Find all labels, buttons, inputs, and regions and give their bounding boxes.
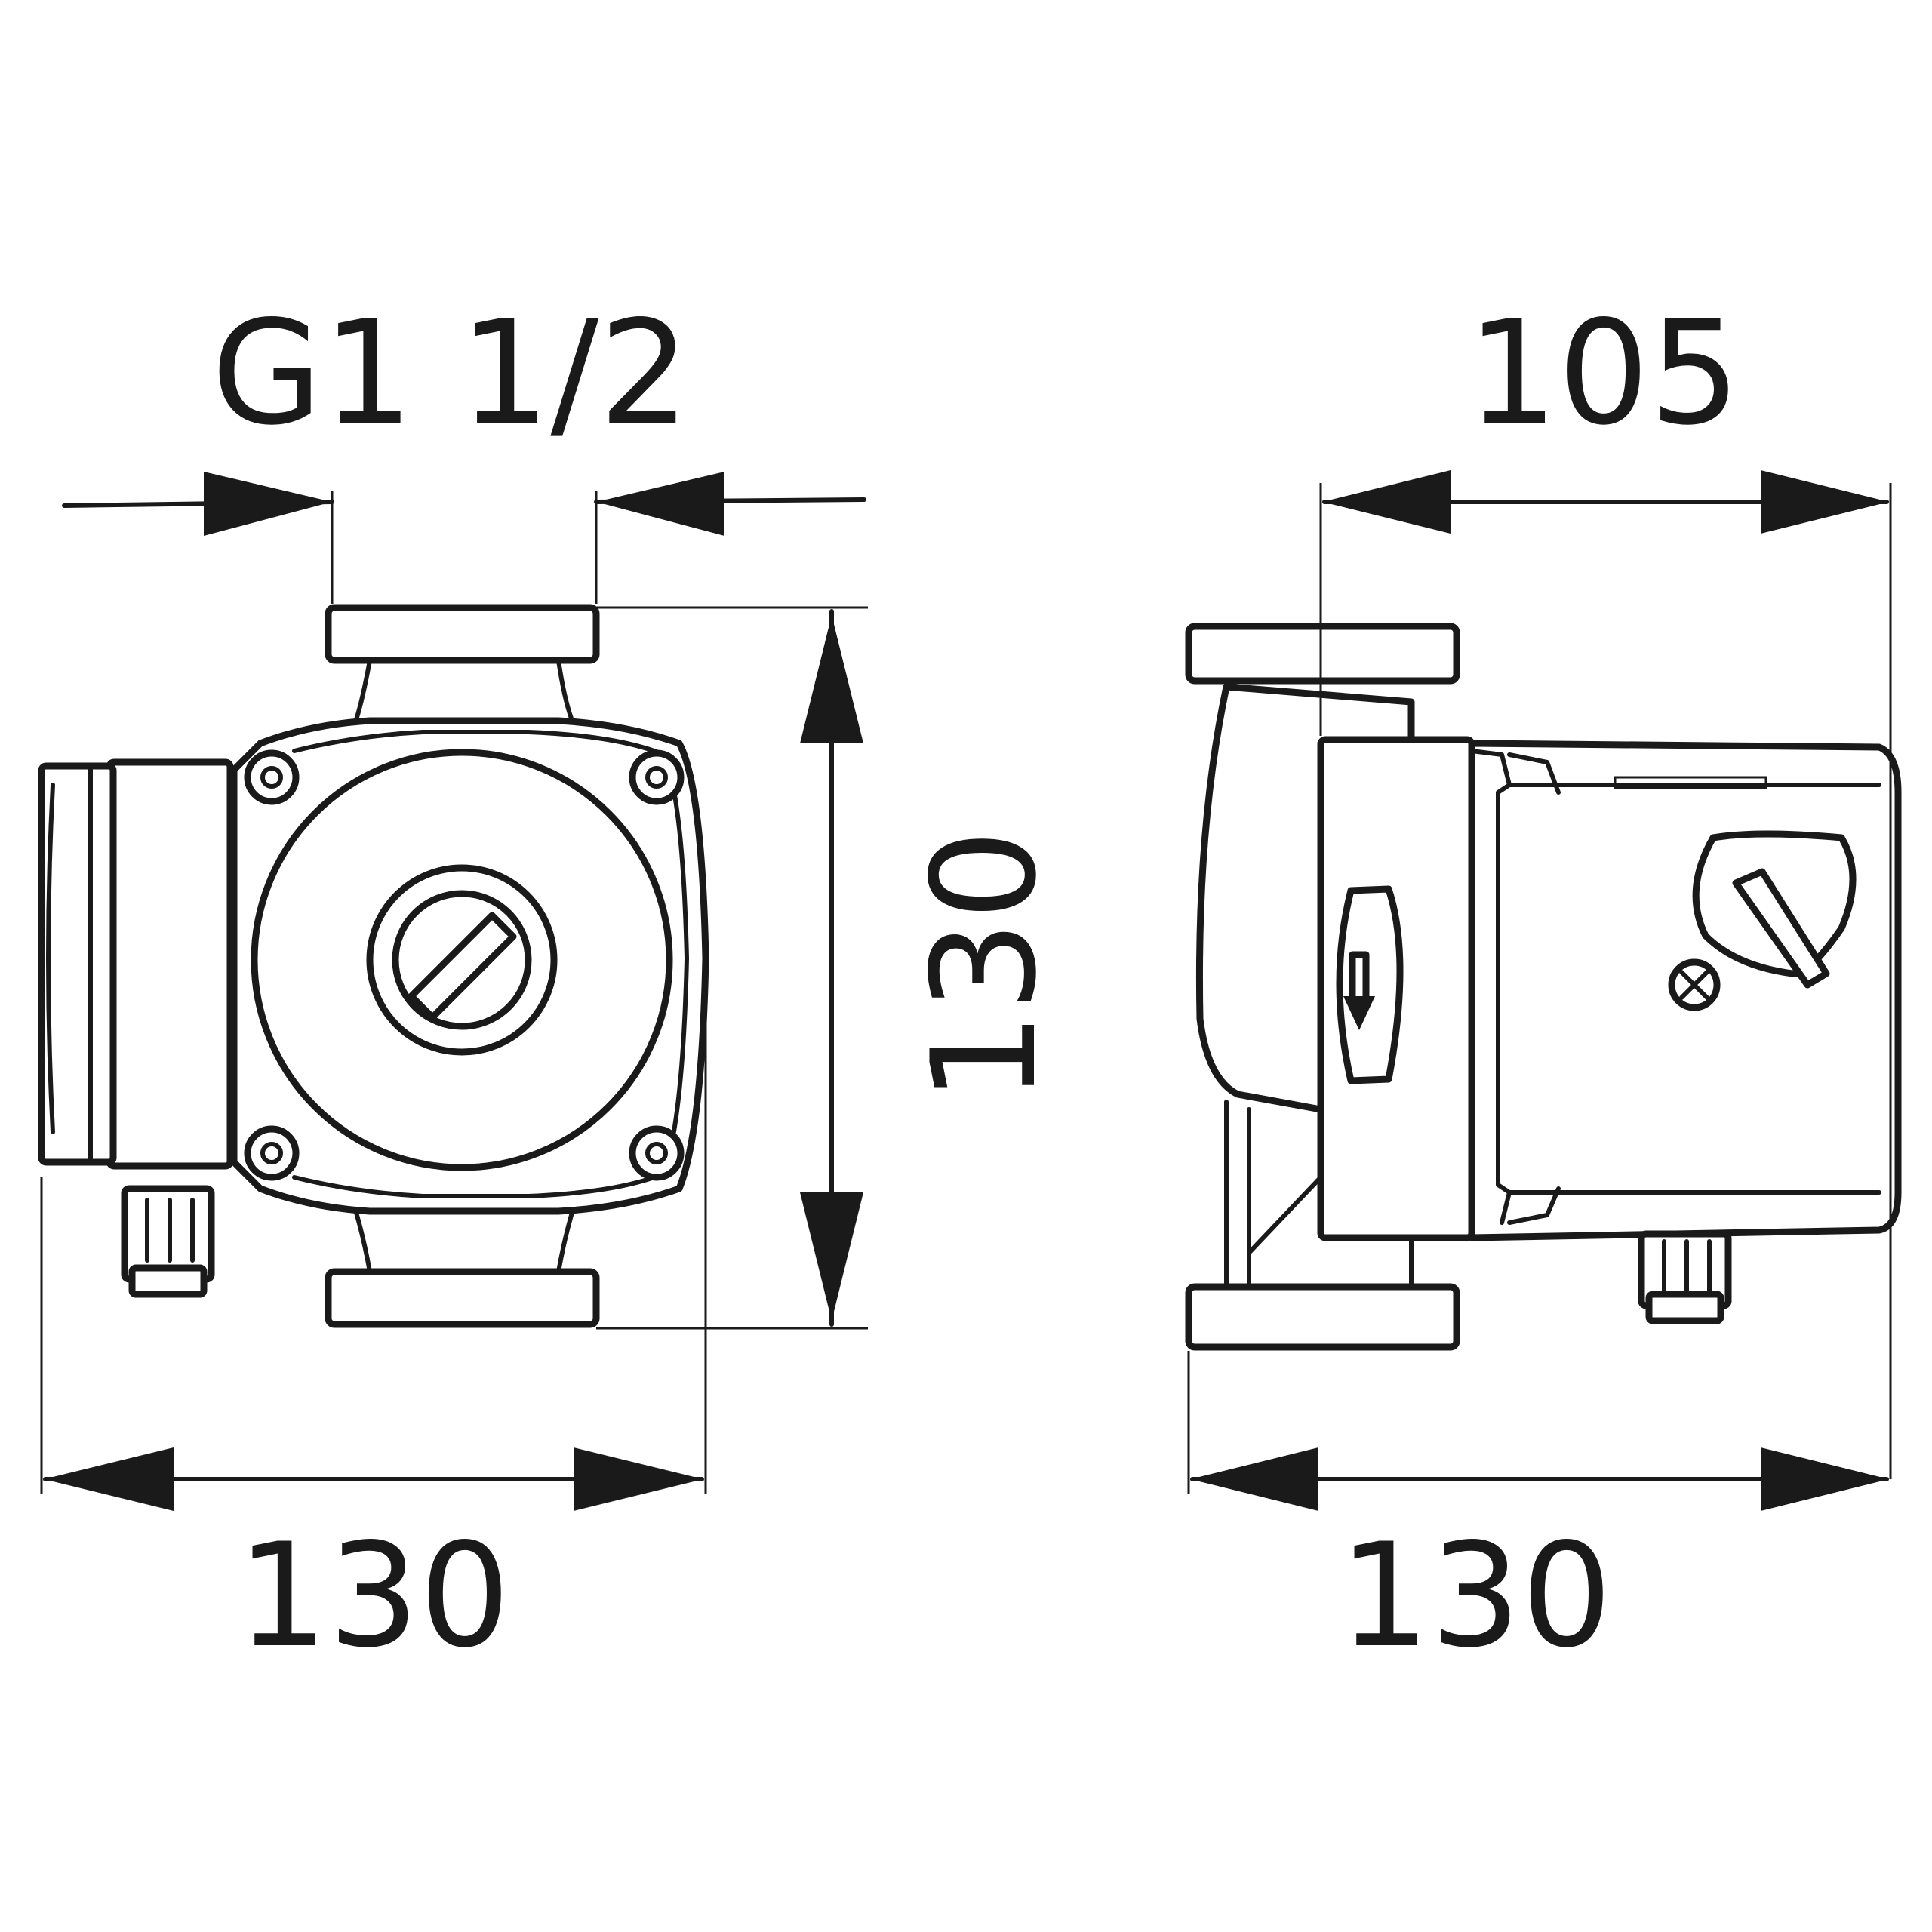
front-terminal-box bbox=[106, 758, 234, 1170]
front-bottom-flange bbox=[325, 1268, 600, 1328]
front-top-flange bbox=[325, 604, 600, 664]
side-flow-badge bbox=[1336, 885, 1404, 1084]
side-knob-pointer bbox=[1732, 868, 1830, 989]
front-terminal-detail bbox=[46, 768, 93, 1161]
dim-front-height: 130 bbox=[901, 829, 1068, 1103]
side-pipe-body bbox=[1195, 683, 1415, 1113]
cross-screw-icon bbox=[1668, 958, 1721, 1011]
front-terminal-cover bbox=[38, 762, 117, 1166]
front-view: G1 1/2 130 130 bbox=[38, 290, 1068, 1679]
side-pipe-lower bbox=[1224, 1100, 1414, 1285]
front-plug-slot bbox=[408, 912, 517, 1021]
side-motor-contour bbox=[1469, 749, 1881, 1225]
side-view: 105 130 bbox=[1185, 290, 1902, 1679]
side-top-flange bbox=[1185, 623, 1460, 685]
front-top-neck bbox=[352, 658, 576, 727]
front-cable-gland-cap bbox=[128, 1264, 208, 1298]
side-cable-gland-cap bbox=[1645, 1291, 1724, 1324]
dim-side-depth: 105 bbox=[1467, 290, 1741, 457]
down-arrow-icon bbox=[1343, 951, 1375, 1030]
dim-front-width: 130 bbox=[237, 1512, 511, 1679]
front-bottom-neck bbox=[352, 1205, 576, 1274]
dim-side-width: 130 bbox=[1339, 1512, 1613, 1679]
dim-thread-size: G1 1/2 bbox=[211, 290, 690, 457]
front-screws bbox=[244, 749, 685, 1181]
side-bottom-flange bbox=[1185, 1283, 1460, 1351]
front-housing-inner bbox=[292, 730, 689, 1198]
